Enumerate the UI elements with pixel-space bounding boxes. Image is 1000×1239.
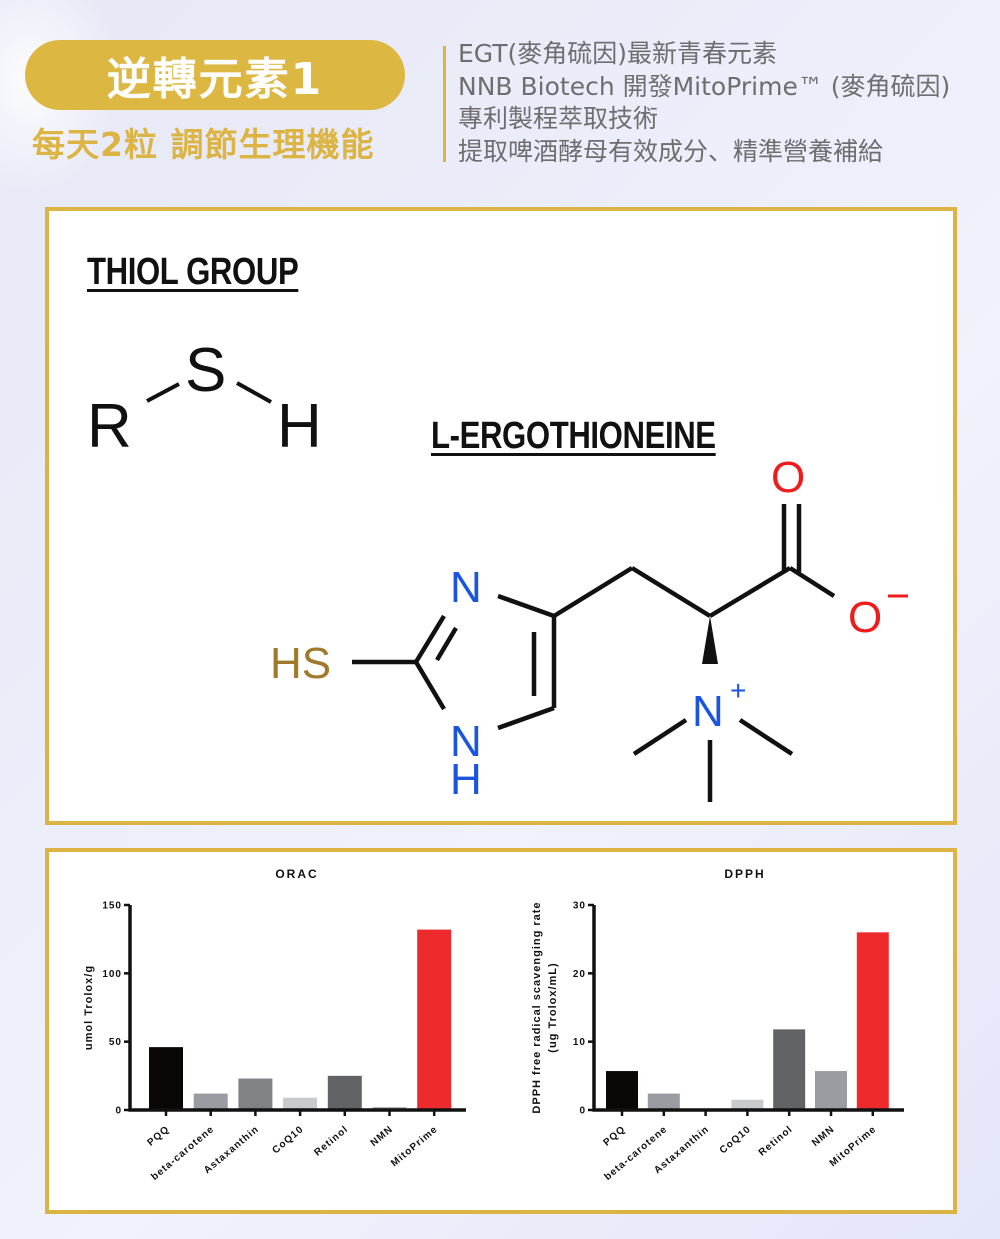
structure-diagrams: R S H HS N N H <box>87 336 908 804</box>
y-tick-label: 30 <box>573 901 586 912</box>
y-tick-label: 20 <box>573 969 586 980</box>
atom-h: H <box>277 392 322 461</box>
y-axis-label: umol Trolox/g <box>83 965 95 1050</box>
bar-astaxanthin <box>238 1078 273 1110</box>
y-tick-label: 0 <box>115 1106 122 1117</box>
atom-n-bottom: N <box>450 717 482 766</box>
x-tick-label: Retinol <box>757 1124 795 1159</box>
y-tick-label: 150 <box>102 901 122 912</box>
x-tick-label: CoQ10 <box>718 1124 754 1156</box>
thiol-group-title: THIOL GROUP <box>87 251 299 293</box>
chemistry-panel: THIOL GROUP R S H HS N N H <box>45 207 957 825</box>
bar-retinol <box>327 1075 362 1110</box>
atom-h-bottom: H <box>450 755 482 804</box>
description-block: EGT(麥角硫因)最新青春元素 NNB Biotech 開發MitoPrime™… <box>458 38 950 168</box>
description-line: 提取啤酒酵母有效成分、精準營養補給 <box>458 136 884 166</box>
bar-nmn <box>815 1071 847 1110</box>
y-axis-label: DPPH free radical scavenging rate <box>531 901 543 1113</box>
bar-retinol <box>773 1029 806 1110</box>
title-badge: 逆轉元素1 <box>25 40 405 110</box>
description-line: 專利製程萃取技術 <box>458 104 659 133</box>
y-tick-label: 10 <box>573 1037 586 1048</box>
ergothioneine-title: L-ERGOTHIONEINE <box>431 415 716 457</box>
ergothioneine-structure: HS N N H O O N <box>270 453 908 804</box>
atom-o-minus: O <box>848 593 882 642</box>
description-line: NNB Biotech 開發MitoPrime™ (麥角硫因) <box>458 71 951 101</box>
atom-r: R <box>87 392 132 461</box>
y-tick-label: 100 <box>102 969 122 980</box>
plus-charge: + <box>730 675 746 706</box>
x-tick-label: CoQ10 <box>270 1124 306 1156</box>
thiol-structure: R S H <box>87 336 322 461</box>
bar-pqq <box>606 1071 638 1110</box>
atom-o-double: O <box>771 453 805 502</box>
bar-mitoprime <box>856 932 889 1110</box>
subheading: 每天2粒 調節生理機能 <box>32 125 375 164</box>
y-axis-label: (ug Trolox/mL) <box>547 962 559 1052</box>
atom-hs: HS <box>270 639 331 688</box>
x-tick-label: NMN <box>810 1124 837 1149</box>
description-line: EGT(麥角硫因)最新青春元素 <box>458 39 778 68</box>
x-tick-label: PQQ <box>602 1124 628 1149</box>
x-tick-label: MitoPrime <box>389 1124 440 1169</box>
bar-pqq <box>149 1047 183 1110</box>
y-tick-label: 0 <box>579 1106 586 1117</box>
bar-mitoprime <box>417 929 452 1110</box>
atom-n-plus: N <box>692 687 724 736</box>
atom-s: S <box>185 336 226 405</box>
bar-coq10 <box>731 1099 764 1110</box>
x-tick-label: NMN <box>369 1124 396 1149</box>
header-divider <box>443 46 446 162</box>
bar-beta-carotene <box>647 1093 680 1110</box>
x-tick-label: Retinol <box>312 1124 350 1159</box>
title-badge-text: 逆轉元素1 <box>106 54 324 105</box>
chart-title: DPPH <box>724 867 765 881</box>
x-tick-label: PQQ <box>146 1124 172 1149</box>
bar-beta-carotene <box>193 1093 228 1110</box>
y-tick-label: 50 <box>109 1037 122 1048</box>
atom-n-top: N <box>450 563 482 612</box>
bar-coq10 <box>283 1097 318 1110</box>
chart-title: ORAC <box>275 867 318 881</box>
